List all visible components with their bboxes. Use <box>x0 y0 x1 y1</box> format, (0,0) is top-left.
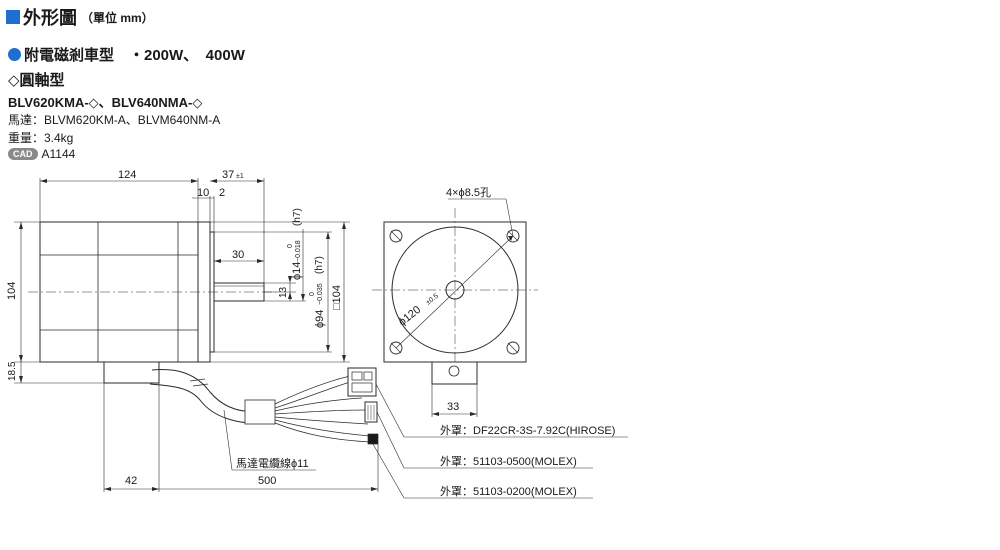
dim-shaft-fit: (h7) <box>292 208 303 226</box>
motor-cable <box>149 369 371 443</box>
dim-104-square: □104 <box>331 285 343 310</box>
dim-37: 37 <box>222 169 234 181</box>
cable-label: 馬達電纜線ϕ11 <box>236 456 309 470</box>
model-label: BLV620KMA-◇、BLV640NMA-◇ <box>8 95 203 110</box>
dim-37-tol: ±1 <box>236 173 244 180</box>
dim-18-5: 18.5 <box>7 361 18 381</box>
front-view <box>372 198 538 417</box>
motor-label: 馬達：BLVM620KM-A、BLVM640NM-A <box>8 113 221 127</box>
dim-33: 33 <box>447 401 459 413</box>
front-arrowheads <box>432 236 513 416</box>
dim-pilot-tol-hi: 0 <box>309 292 316 296</box>
brake-type-label: 附電磁剎車型 ・200W、 400W <box>24 47 245 64</box>
dim-2: 2 <box>219 187 225 199</box>
dimension-labels: 124 37 ±1 10 2 30 104 18.5 13 ϕ14 0 −0.0… <box>6 169 491 487</box>
dim-shaft-dia: ϕ14 <box>291 262 303 280</box>
side-dimension-lines <box>14 178 379 492</box>
shaft-type-label: ◇圓軸型 <box>8 72 65 89</box>
dim-shaft-tol-hi: 0 <box>287 244 294 248</box>
dim-500: 500 <box>258 475 276 487</box>
page-title: 外形圖 （單位 mm） <box>6 4 154 30</box>
dim-pilot-fit: (h7) <box>314 256 325 274</box>
callout-leaders <box>223 383 628 499</box>
dim-pilot-dia: ϕ94 <box>314 310 326 328</box>
callout-labels: 外罩：DF22CR-3S-7.92C(HIROSE) 外罩：51103-0500… <box>236 424 615 498</box>
callout-molex-5: 外罩：51103-0500(MOLEX) <box>440 455 577 468</box>
title-text: 外形圖 <box>23 8 77 28</box>
dim-13: 13 <box>278 286 289 298</box>
cad-line: CAD A1144 <box>8 147 75 161</box>
title-square-icon <box>6 10 20 24</box>
unit-label: （單位 mm） <box>81 10 154 25</box>
connectors <box>347 367 379 445</box>
cad-badge: CAD <box>8 148 38 160</box>
cable-box <box>103 361 160 384</box>
dim-shaft-tol-lo: −0.018 <box>295 240 302 262</box>
dim-pilot-tol-lo: −0.035 <box>317 283 324 305</box>
cad-code: A1144 <box>41 147 76 161</box>
callout-hirose: 外罩：DF22CR-3S-7.92C(HIROSE) <box>440 424 615 437</box>
dim-104-left: 104 <box>6 282 18 300</box>
holes-label: 4×ϕ8.5孔 <box>446 186 491 199</box>
brake-type-line: 附電磁剎車型 ・200W、 400W <box>8 44 245 65</box>
dim-30: 30 <box>232 249 244 261</box>
dim-124: 124 <box>118 169 136 181</box>
mass-label: 重量：3.4kg <box>8 131 74 145</box>
dim-42: 42 <box>125 475 137 487</box>
callout-molex-2: 外罩：51103-0200(MOLEX) <box>440 485 577 498</box>
dim-10: 10 <box>197 187 209 199</box>
bullet-dot-icon <box>8 48 21 61</box>
side-arrowheads <box>19 179 378 491</box>
